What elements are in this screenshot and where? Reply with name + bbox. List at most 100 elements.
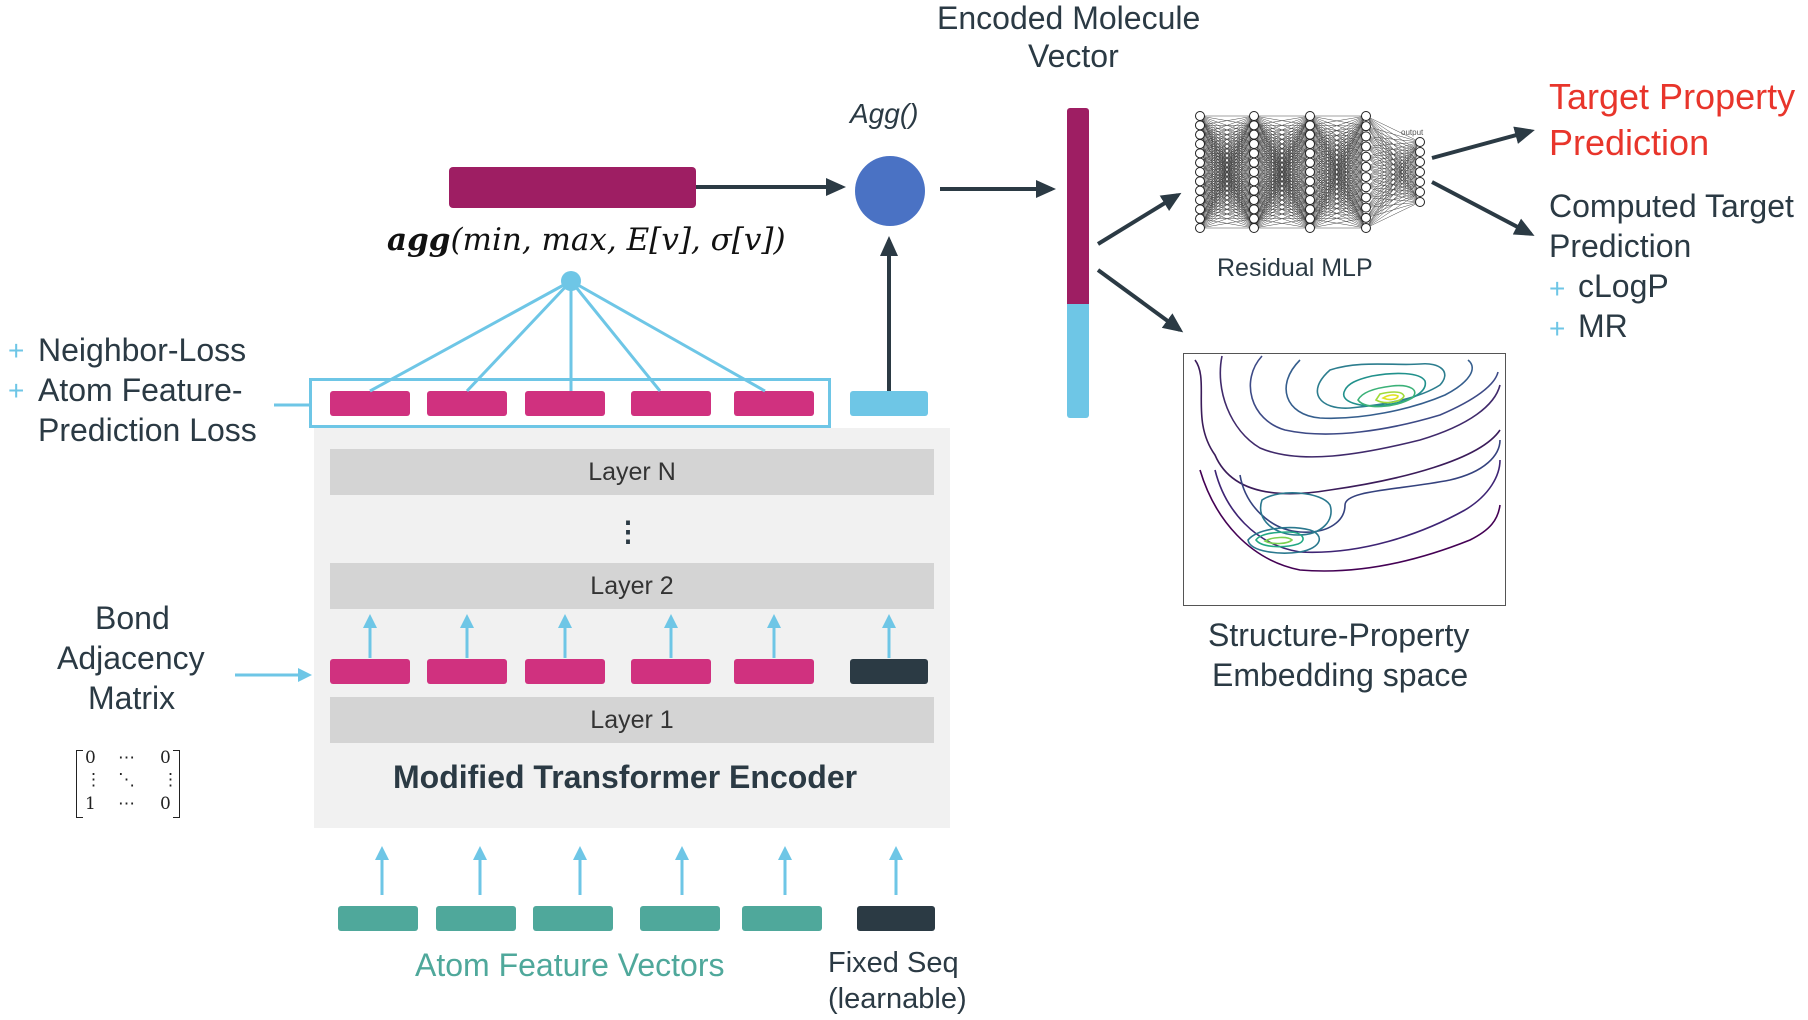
mlp-neuron — [1415, 197, 1425, 207]
output-token-3 — [525, 391, 605, 416]
mlp-neuron — [1305, 223, 1315, 233]
mlp-edge — [1199, 125, 1255, 229]
mlp-edge — [1365, 136, 1421, 143]
mlp-edge — [1309, 134, 1367, 137]
mlp-neuron — [1305, 176, 1315, 187]
mlp-edge — [1309, 115, 1367, 126]
mlp-edge — [1309, 166, 1367, 201]
matrix-cell: ⋯ — [118, 794, 135, 814]
mlp-neuron — [1305, 167, 1315, 177]
mlp-neuron — [1249, 129, 1259, 140]
mlp-edge — [1199, 209, 1255, 229]
mlp-edge — [1199, 115, 1255, 154]
mlp-edge — [1309, 166, 1367, 173]
mlp-edge — [1253, 115, 1311, 182]
mlp-edge — [1309, 115, 1367, 173]
hidden-token-2 — [427, 659, 507, 684]
hidden-token-1 — [330, 659, 410, 684]
embedding-contours — [1194, 355, 1501, 572]
mlp-edge — [1309, 143, 1367, 147]
hidden-token-4 — [631, 659, 711, 684]
mlp-edge — [1309, 156, 1367, 163]
clogp-bullet: + — [1549, 273, 1566, 304]
mlp-edge — [1309, 176, 1367, 210]
mlp-neuron — [1361, 223, 1371, 233]
mlp-edge — [1309, 125, 1367, 145]
matrix-cell: 0 — [85, 748, 96, 768]
mlp-edge — [1309, 153, 1367, 198]
mlp-neuron — [1305, 120, 1315, 131]
mlp-edge — [1309, 125, 1367, 135]
mlp-to-target-arrow — [1431, 126, 1535, 160]
mlp-edge — [1309, 126, 1367, 229]
agg-node — [855, 156, 925, 226]
neighbor-loss-bullet: + — [8, 335, 25, 366]
mlp-edge — [1253, 115, 1311, 145]
mlp-edge — [1253, 134, 1311, 229]
mlp-edge — [1309, 115, 1367, 210]
bond-adjacency-2: Adjacency — [57, 640, 205, 676]
mlp-edge — [1309, 187, 1367, 201]
mlp-edge — [1309, 136, 1367, 145]
mlp-edge — [1309, 162, 1367, 178]
mlp-edge — [1199, 115, 1255, 126]
mlp-edge — [1199, 115, 1255, 135]
mlp-edge — [1365, 141, 1421, 198]
mlp-edge — [1365, 141, 1421, 208]
mlp-edge — [1309, 115, 1367, 182]
mlp-edge — [1365, 141, 1421, 229]
mlp-neuron — [1195, 167, 1205, 177]
neighbor-loss-label: Neighbor-Loss — [38, 332, 247, 368]
mlp-neuron — [1195, 223, 1205, 233]
mlp-edge — [1199, 134, 1255, 229]
encoder-title: Modified Transformer Encoder — [393, 759, 858, 795]
mlp-edge — [1309, 171, 1367, 188]
mlp-edge — [1365, 191, 1421, 229]
mlp-neuron — [1249, 111, 1259, 121]
mlp-edge — [1309, 125, 1367, 163]
mlp-edge — [1309, 134, 1367, 218]
mlp-neuron — [1415, 177, 1425, 187]
mlp-neuron — [1361, 141, 1371, 152]
mlp-edge — [1309, 197, 1367, 210]
mlp-edge — [1253, 115, 1311, 201]
mlp-edge — [1309, 153, 1367, 188]
mlp-edge — [1253, 115, 1311, 173]
aggregation-fan — [369, 279, 766, 393]
mlp-neuron — [1305, 204, 1315, 215]
mlp-edge — [1253, 153, 1311, 229]
mlp-edge — [1309, 197, 1367, 201]
mlp-edge — [1309, 115, 1367, 145]
mlp-neuron — [1361, 202, 1371, 213]
mlp-edge — [1253, 209, 1311, 229]
mlp-edge — [1365, 141, 1421, 147]
input-token-3 — [533, 906, 613, 931]
mlp-edge — [1309, 115, 1367, 154]
mlp-edge — [1199, 115, 1255, 145]
matrix-left-bracket — [76, 750, 83, 818]
mlp-neuron — [1249, 120, 1259, 131]
mlp-edge — [1309, 181, 1367, 188]
mlp-edge — [1253, 143, 1311, 229]
input-token-1 — [338, 906, 418, 931]
output-token-5 — [734, 391, 814, 416]
agg-formula-bold: agg — [387, 222, 451, 258]
mlp-edge — [1309, 126, 1367, 182]
mlp-neuron — [1249, 176, 1259, 187]
mlp-edge — [1309, 134, 1367, 147]
layer-n: Layer N — [330, 449, 934, 495]
mlp-neuron — [1305, 195, 1315, 205]
mlp-neuron — [1195, 157, 1205, 168]
mlp-neuron — [1249, 223, 1259, 233]
mlp-edge — [1309, 136, 1367, 173]
input-up-arrows — [375, 846, 903, 895]
mlp-edge — [1309, 134, 1367, 157]
mlp-edge — [1199, 115, 1255, 191]
mlp-edge — [1309, 143, 1367, 178]
agg-formula-args: (min, max, E[v], σ[v]) — [450, 222, 786, 258]
mlp-edge — [1309, 166, 1367, 229]
mlp-edge — [1309, 207, 1367, 219]
agg-label: Agg() — [850, 98, 919, 129]
mlp-neuron — [1415, 137, 1425, 147]
mlp-neuron — [1195, 111, 1205, 121]
